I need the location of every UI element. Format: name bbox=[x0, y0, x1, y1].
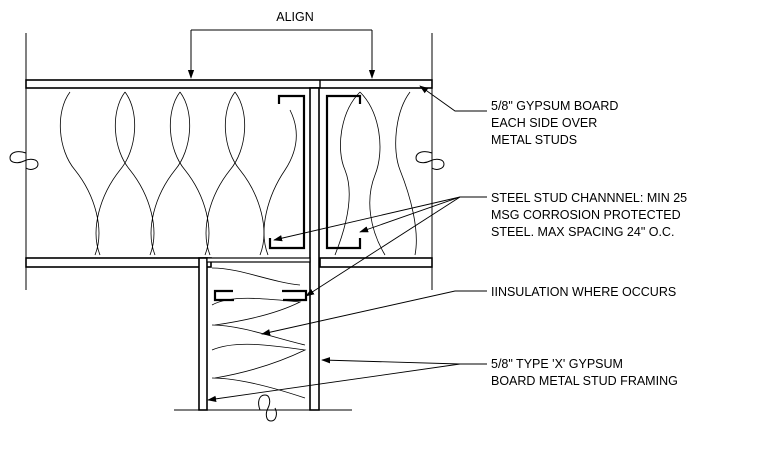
leader-lines bbox=[207, 85, 487, 402]
align-dimension: ALIGN bbox=[187, 10, 376, 79]
bottom-gypsum-board-left bbox=[25, 257, 212, 268]
note-line: MSG CORROSION PROTECTED bbox=[491, 208, 681, 222]
note-line: 5/8" GYPSUM BOARD bbox=[491, 99, 618, 113]
stud-track-left bbox=[213, 289, 234, 302]
stud-track-right bbox=[282, 289, 308, 302]
note-line: STEEL. MAX SPACING 24" O.C. bbox=[491, 225, 674, 239]
leader-stud-channel-2 bbox=[273, 196, 461, 242]
right-vertical-board bbox=[309, 87, 320, 411]
leader-stud-channel-3 bbox=[305, 196, 461, 297]
stud-channel-right bbox=[325, 94, 362, 250]
note-line: METAL STUDS bbox=[491, 133, 577, 147]
note-insulation: IINSULATION WHERE OCCURS bbox=[491, 285, 676, 299]
vertical-wall bbox=[174, 87, 352, 411]
stud-channel-left bbox=[268, 94, 306, 250]
wall-extent-lines bbox=[25, 33, 433, 290]
leader-type-x-1 bbox=[321, 357, 487, 365]
leader-insulation bbox=[261, 290, 487, 336]
steel-studs bbox=[213, 94, 362, 302]
left-vertical-board bbox=[198, 257, 208, 411]
leader-stud-channel-1 bbox=[359, 196, 487, 233]
note-line: STEEL STUD CHANNNEL: MIN 25 bbox=[491, 191, 687, 205]
leader-type-x-2 bbox=[207, 363, 461, 402]
note-gypsum-each-side: 5/8" GYPSUM BOARD EACH SIDE OVER METAL S… bbox=[491, 99, 618, 147]
align-label: ALIGN bbox=[276, 10, 314, 24]
batt-insulation-horizontal bbox=[59, 91, 417, 256]
top-gypsum-board bbox=[25, 79, 433, 89]
note-line: 5/8" TYPE 'X' GYPSUM bbox=[491, 357, 623, 371]
batt-insulation-vertical bbox=[211, 267, 307, 399]
note-steel-stud-channel: STEEL STUD CHANNNEL: MIN 25 MSG CORROSIO… bbox=[491, 191, 687, 239]
note-type-x-gypsum: 5/8" TYPE 'X' GYPSUM BOARD METAL STUD FR… bbox=[491, 357, 678, 388]
break-symbols bbox=[9, 151, 445, 422]
note-line: IINSULATION WHERE OCCURS bbox=[491, 285, 676, 299]
leader-gypsum-each-side bbox=[419, 85, 487, 112]
note-line: EACH SIDE OVER bbox=[491, 116, 597, 130]
note-line: BOARD METAL STUD FRAMING bbox=[491, 374, 678, 388]
bottom-gypsum-board-right bbox=[319, 257, 433, 268]
